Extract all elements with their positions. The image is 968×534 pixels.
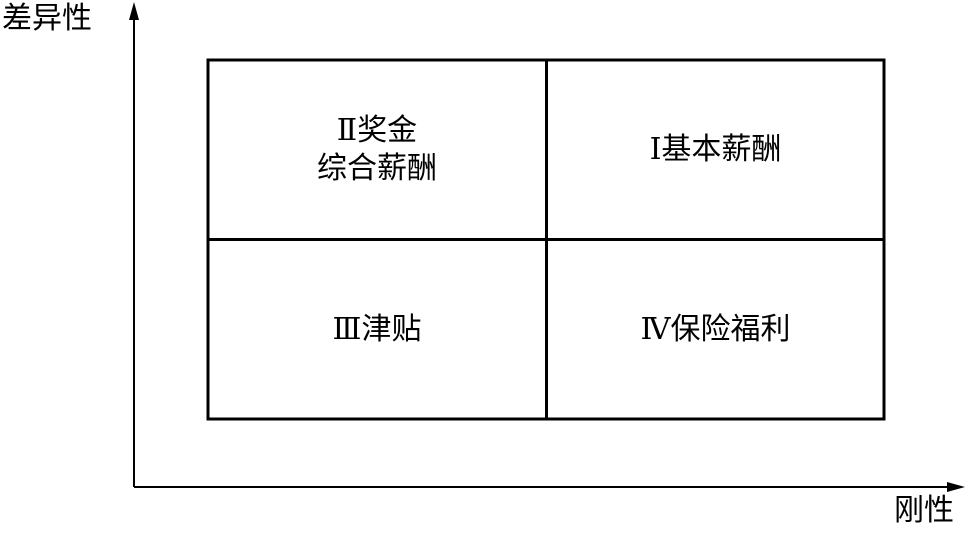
quadrant-top-right-label: Ⅰ基本薪酬 xyxy=(649,131,782,167)
quadrant-bottom-left-label: Ⅲ津贴 xyxy=(332,311,422,347)
quadrant-top-right: Ⅰ基本薪酬 xyxy=(548,61,883,238)
quadrant-bottom-right: Ⅳ保险福利 xyxy=(548,241,883,418)
quadrant-top-left: Ⅱ奖金 综合薪酬 xyxy=(209,61,545,238)
x-axis-label: 刚性 xyxy=(894,493,954,528)
quadrant-bottom-right-label: Ⅳ保险福利 xyxy=(640,311,791,347)
y-axis-arrowhead xyxy=(129,2,139,20)
quadrant-top-left-line2: 综合薪酬 xyxy=(317,150,437,186)
y-axis-label: 差异性 xyxy=(2,1,92,36)
x-axis-arrowhead xyxy=(947,482,965,492)
quadrant-bottom-left: Ⅲ津贴 xyxy=(209,241,545,418)
quadrant-top-left-line1: Ⅱ奖金 xyxy=(336,112,418,148)
